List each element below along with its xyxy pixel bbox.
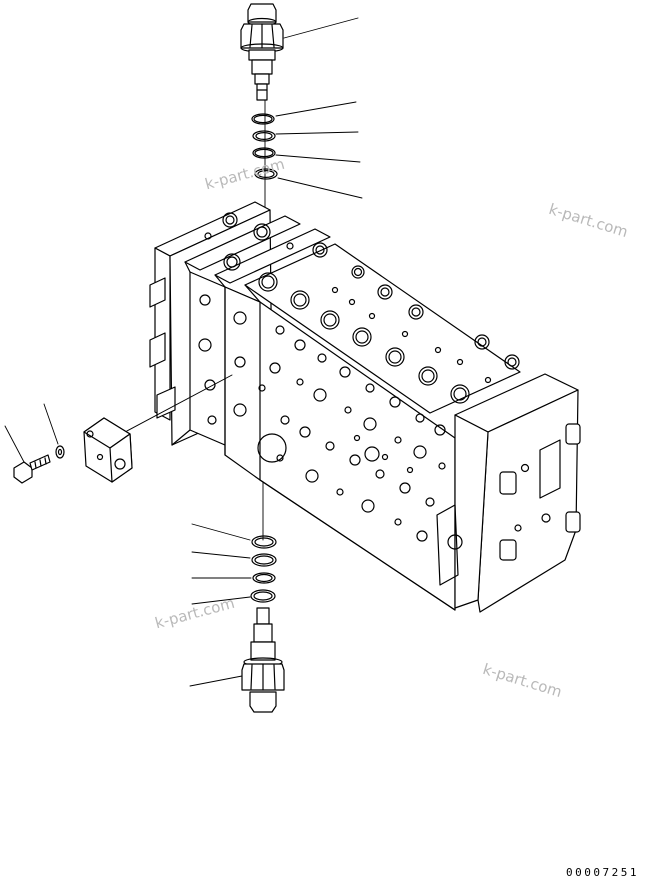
top-backup-ring [253, 131, 275, 141]
top-o-ring-3 [255, 169, 277, 179]
top-o-ring-2 [253, 148, 275, 158]
top-relief-valve [241, 4, 283, 100]
body-front-ports [199, 295, 445, 541]
top-o-ring-1 [252, 114, 274, 124]
bottom-o-ring-2 [252, 554, 276, 566]
washer [56, 446, 64, 458]
bottom-o-ring-1 [252, 536, 276, 548]
drawing-number: 00007251 [566, 866, 639, 879]
side-cover-block [84, 418, 132, 482]
leader-lines [5, 18, 362, 686]
side-assembly-centerline [125, 375, 232, 432]
bottom-o-ring-3 [251, 590, 275, 602]
control-valve-body [150, 202, 580, 612]
hex-bolt [14, 455, 50, 483]
body-top-ports [205, 213, 519, 403]
bottom-backup-ring [253, 573, 275, 583]
bottom-relief-valve [242, 608, 284, 712]
